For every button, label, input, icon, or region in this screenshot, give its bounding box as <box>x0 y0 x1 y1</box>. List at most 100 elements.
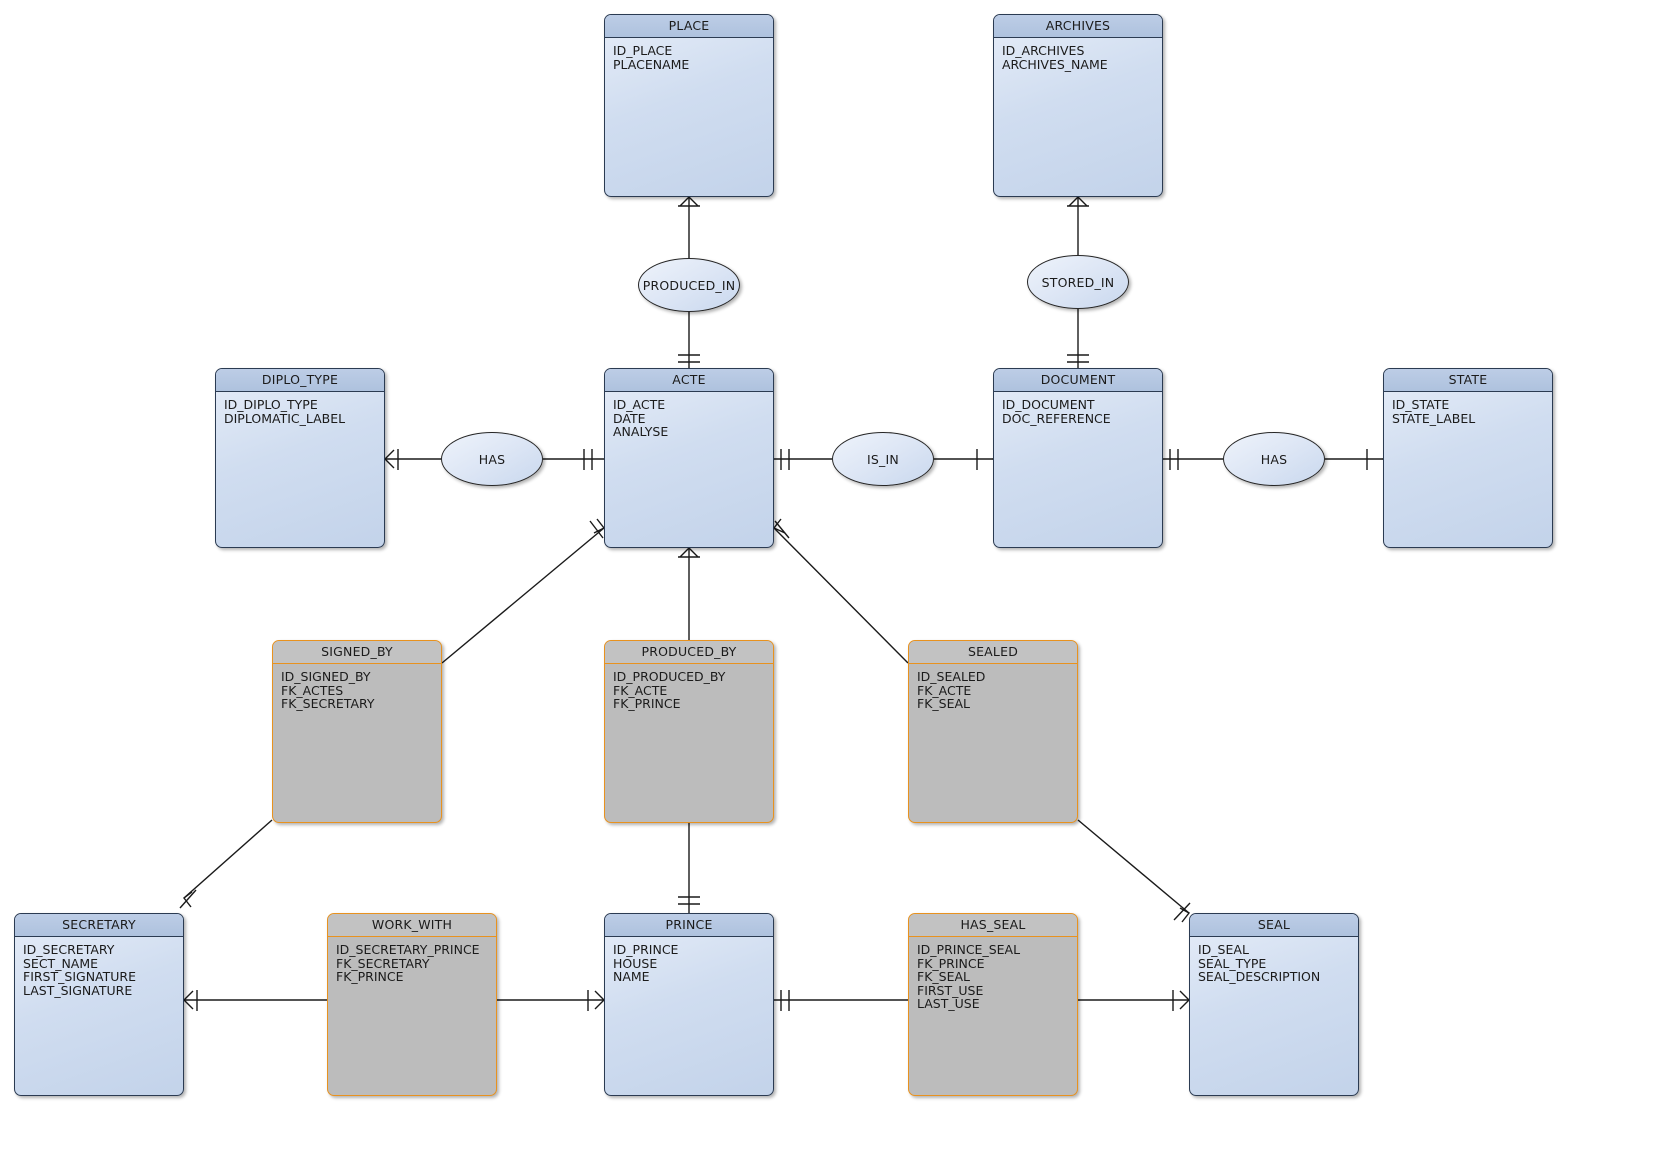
attribute-row: STATE_LABEL <box>1392 410 1476 426</box>
attribute-row: FIRST_SIGNATURE <box>23 969 136 985</box>
crowfoot-archives <box>1068 196 1088 207</box>
crowfoot-secretary-right <box>183 990 194 1010</box>
relationship-is_in[interactable]: IS_IN <box>832 432 934 486</box>
attribute-row: FK_SEAL <box>917 969 970 985</box>
crowfoot-acte-producedby <box>679 547 699 558</box>
attribute-row: ID_ARCHIVES <box>1002 43 1085 58</box>
entity-work_with-title: WORK_WITH <box>328 914 496 937</box>
relationship-produced_in-label: PRODUCED_IN <box>642 277 736 293</box>
attribute-row: ID_ACTE <box>613 397 666 412</box>
relationship-stored_in-label: STORED_IN <box>1041 274 1115 290</box>
entity-acte-title: ACTE <box>605 369 773 392</box>
attribute-row: ID_PRODUCED_BY <box>613 669 726 684</box>
edge-acte-signedby <box>441 527 605 664</box>
attribute-row: FK_ACTES <box>281 682 344 698</box>
attribute-row: FK_PRINCE <box>613 696 681 712</box>
relationship-is_in-label: IS_IN <box>867 451 899 467</box>
entity-secretary-title: SECRETARY <box>15 914 183 937</box>
attribute-row: DOC_REFERENCE <box>1002 410 1111 426</box>
attribute-row: FK_PRINCE <box>336 969 404 985</box>
attribute-row: PLACENAME <box>613 56 690 72</box>
attribute-row: FIRST_USE <box>917 982 984 998</box>
entity-diplo_type-title: DIPLO_TYPE <box>216 369 384 392</box>
attribute-row: ID_DIPLO_TYPE <box>224 397 318 412</box>
relationship-has_state-label: HAS <box>1260 451 1288 467</box>
entity-place-title: PLACE <box>605 15 773 38</box>
crowfoot-seal-top <box>1179 907 1191 923</box>
attribute-row: ID_SECRETARY_PRINCE <box>336 942 480 957</box>
attribute-row: FK_SEAL <box>917 696 970 712</box>
attribute-row: ID_PRINCE_SEAL <box>917 942 1021 957</box>
entity-sealed-title: SEALED <box>909 641 1077 664</box>
tick-secretary-top <box>179 889 197 909</box>
attribute-row: NAME <box>613 969 650 985</box>
tick-seal-top <box>1173 902 1191 921</box>
entity-document-title: DOCUMENT <box>994 369 1162 392</box>
attribute-row: ANALYSE <box>613 424 669 440</box>
edge-signedby-secretary <box>183 819 273 899</box>
relationship-stored_in[interactable]: STORED_IN <box>1027 255 1129 309</box>
entity-seal-title: SEAL <box>1190 914 1358 937</box>
attribute-row: ID_PRINCE <box>613 942 679 957</box>
attribute-row: DIPLOMATIC_LABEL <box>224 410 346 426</box>
relationship-produced_in[interactable]: PRODUCED_IN <box>638 258 740 312</box>
crowfoot-secretary-top <box>183 891 193 908</box>
entity-produced_by-title: PRODUCED_BY <box>605 641 773 664</box>
attribute-row: SEAL_DESCRIPTION <box>1198 969 1321 985</box>
crowfoot-acte-sealed <box>772 518 786 534</box>
tick-acte-sealed <box>774 520 790 539</box>
tick-acte-signedby <box>589 520 604 539</box>
crowfoot-diplotype <box>384 449 395 469</box>
relationship-has_state[interactable]: HAS <box>1223 432 1325 486</box>
relationship-has_diplo-label: HAS <box>478 451 506 467</box>
crowfoot-prince-left <box>594 990 605 1010</box>
attribute-row: ID_SEALED <box>917 669 986 684</box>
attribute-row: FK_ACTE <box>917 682 972 698</box>
attribute-row: FK_SECRETARY <box>336 955 430 971</box>
attribute-row: ARCHIVES_NAME <box>1002 56 1108 72</box>
attribute-row: FK_SECRETARY <box>281 696 375 712</box>
entity-has_seal-title: HAS_SEAL <box>909 914 1077 937</box>
relationship-has_diplo[interactable]: HAS <box>441 432 543 486</box>
attribute-row: ID_DOCUMENT <box>1002 397 1095 412</box>
crowfoot-seal-left <box>1179 990 1190 1010</box>
attribute-row: ID_SEAL <box>1198 942 1249 957</box>
crowfoot-place <box>679 196 699 207</box>
attribute-row: DATE <box>613 410 646 426</box>
attribute-row: LAST_USE <box>917 996 980 1012</box>
crowfoot-acte-signedby <box>593 518 606 534</box>
attribute-row: SECT_NAME <box>23 955 99 971</box>
attribute-row: SEAL_TYPE <box>1198 955 1267 971</box>
attribute-row: ID_STATE <box>1392 397 1450 412</box>
attribute-row: LAST_SIGNATURE <box>23 982 133 998</box>
attribute-row: FK_PRINCE <box>917 955 985 971</box>
